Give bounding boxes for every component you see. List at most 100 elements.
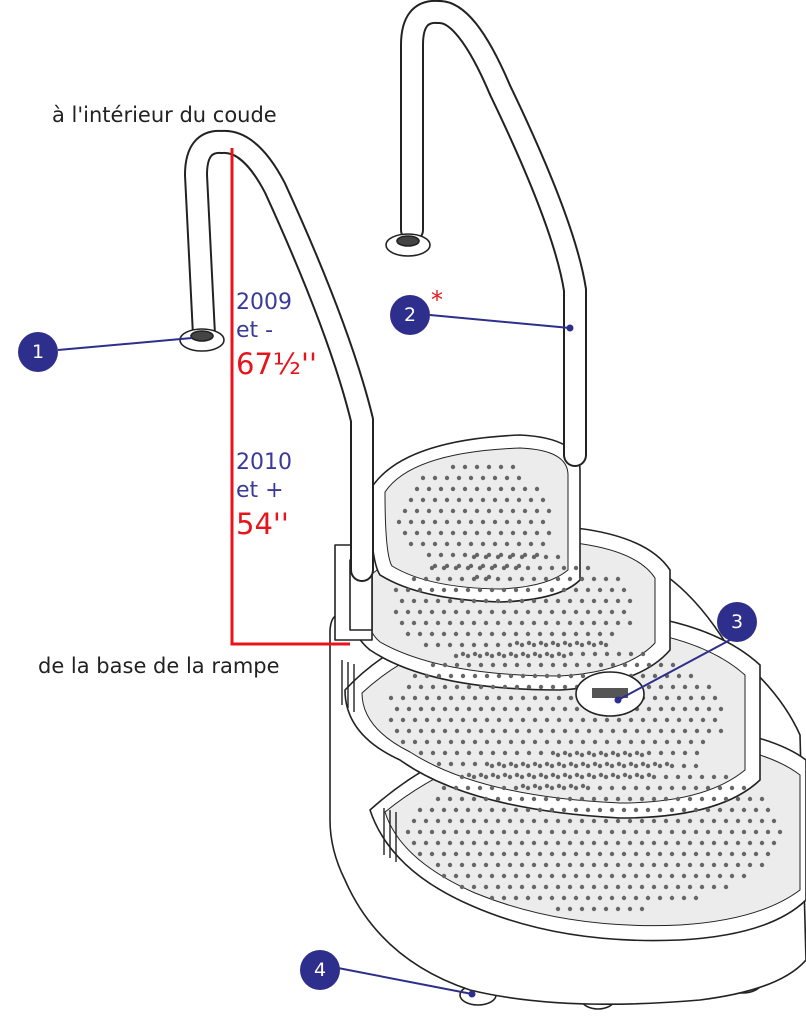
new-suffix: et +	[236, 478, 284, 503]
perforation-dot	[543, 774, 549, 780]
perforation-dot	[474, 530, 480, 536]
perforation-dot	[502, 728, 508, 734]
perforation-dot	[639, 906, 645, 912]
perforation-dot	[627, 752, 633, 758]
perforation-dot	[592, 761, 598, 767]
perforation-dot	[495, 642, 501, 648]
perforation-dot	[519, 554, 525, 560]
perforation-dot	[498, 530, 504, 536]
perforation-dot	[615, 620, 621, 626]
perforation-dot	[435, 818, 441, 824]
perforation-dot	[465, 851, 471, 857]
perforation-dot	[514, 772, 520, 778]
perforation-dot	[585, 785, 591, 791]
perforation-dot	[526, 662, 532, 668]
perforation-dot	[466, 750, 472, 756]
perforation-dot	[406, 684, 412, 690]
perforation-dot	[615, 818, 621, 824]
perforation-dot	[688, 739, 694, 745]
perforation-dot	[688, 717, 694, 723]
perforation-dot	[489, 653, 495, 659]
perforation-dot	[411, 598, 417, 604]
perforation-dot	[490, 706, 496, 712]
perforation-dot	[694, 706, 700, 712]
perforation-dot	[519, 796, 525, 802]
perforation-dot	[538, 662, 544, 668]
perforation-dot	[591, 642, 597, 648]
perforation-dot	[432, 497, 438, 503]
perforation-dot	[459, 884, 465, 890]
perforation-dot	[711, 796, 717, 802]
perforation-dot	[516, 497, 522, 503]
perforation-dot	[657, 895, 663, 901]
perforation-dot	[447, 642, 453, 648]
perforation-dot	[417, 631, 423, 637]
perforation-dot	[486, 486, 492, 492]
perforation-dot	[717, 785, 723, 791]
perforation-dot	[597, 609, 603, 615]
perforation-dot	[484, 673, 490, 679]
perforation-dot	[627, 862, 633, 868]
perforation-dot	[484, 695, 490, 701]
perforation-dot	[723, 796, 729, 802]
perforation-dot	[456, 541, 462, 547]
perforation-dot	[478, 662, 484, 668]
perforation-dot	[417, 829, 423, 835]
perforation-dot	[580, 651, 586, 657]
perforation-dot	[492, 519, 498, 525]
perforation-dot	[633, 851, 639, 857]
perforation-dot	[729, 873, 735, 879]
perforation-dot	[537, 829, 543, 835]
perforation-dot	[633, 895, 639, 901]
perforation-dot	[544, 739, 550, 745]
perforation-dot	[579, 752, 585, 758]
perforation-dot	[682, 728, 688, 734]
perforation-dot	[495, 862, 501, 868]
perforation-dot	[466, 706, 472, 712]
perforation-dot	[549, 587, 555, 593]
perforation-dot	[658, 728, 664, 734]
perforation-dot	[574, 772, 580, 778]
perforation-dot	[675, 884, 681, 890]
perforation-dot	[579, 796, 585, 802]
perforation-dot	[598, 750, 604, 756]
perforation-dot	[531, 862, 537, 868]
perforation-dot	[531, 554, 537, 560]
perforation-dot	[430, 684, 436, 690]
perforation-dot	[729, 829, 735, 835]
perforation-dot	[609, 763, 615, 769]
perforation-dot	[550, 684, 556, 690]
perforation-dot	[639, 752, 645, 758]
perforation-dot	[412, 717, 418, 723]
perforation-dot	[621, 785, 627, 791]
perforation-dot	[717, 829, 723, 835]
perforation-dot	[633, 873, 639, 879]
perforation-dot	[388, 695, 394, 701]
perforation-dot	[711, 818, 717, 824]
perforation-dot	[550, 750, 556, 756]
perforation-dot	[513, 873, 519, 879]
perforation-dot	[639, 862, 645, 868]
perforation-dot	[489, 895, 495, 901]
perforation-dot	[579, 774, 585, 780]
leader-lines	[57, 314, 731, 998]
perforation-dot	[561, 851, 567, 857]
perforation-dot	[492, 475, 498, 481]
perforation-dot	[520, 717, 526, 723]
perforation-dot	[591, 818, 597, 824]
perforation-dot	[729, 807, 735, 813]
perforation-dot	[540, 519, 546, 525]
perforation-dot	[586, 662, 592, 668]
perforation-dot	[621, 587, 627, 593]
perforation-dot	[441, 565, 447, 571]
perforation-dot	[513, 851, 519, 857]
old-year: 2009	[236, 290, 292, 315]
perforation-dot	[717, 851, 723, 857]
perforation-dot	[459, 840, 465, 846]
perforation-dot	[759, 796, 765, 802]
perforation-dot	[510, 486, 516, 492]
perforation-dot	[573, 807, 579, 813]
perforation-dot	[718, 706, 724, 712]
perforation-dot	[507, 554, 513, 560]
perforation-dot	[447, 576, 453, 582]
